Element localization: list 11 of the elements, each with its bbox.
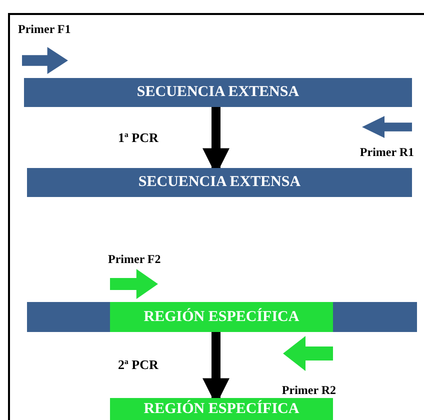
sequence-bar: SECUENCIA EXTENSA [27,168,412,197]
primer-label: Primer F2 [108,252,161,267]
sequence-bar: REGIÓN ESPECÍFICA [110,302,333,332]
primer-label: Primer R1 [360,145,414,160]
sequence-bar: SECUENCIA EXTENSA [24,78,412,107]
edge-label: 2ª PCR [118,357,158,373]
dna-bar [27,302,417,332]
primer-label: Primer R2 [282,383,336,398]
sequence-bar: REGIÓN ESPECÍFICA [110,398,333,420]
primer-label: Primer F1 [18,22,71,37]
edge-label: 1ª PCR [118,130,158,146]
